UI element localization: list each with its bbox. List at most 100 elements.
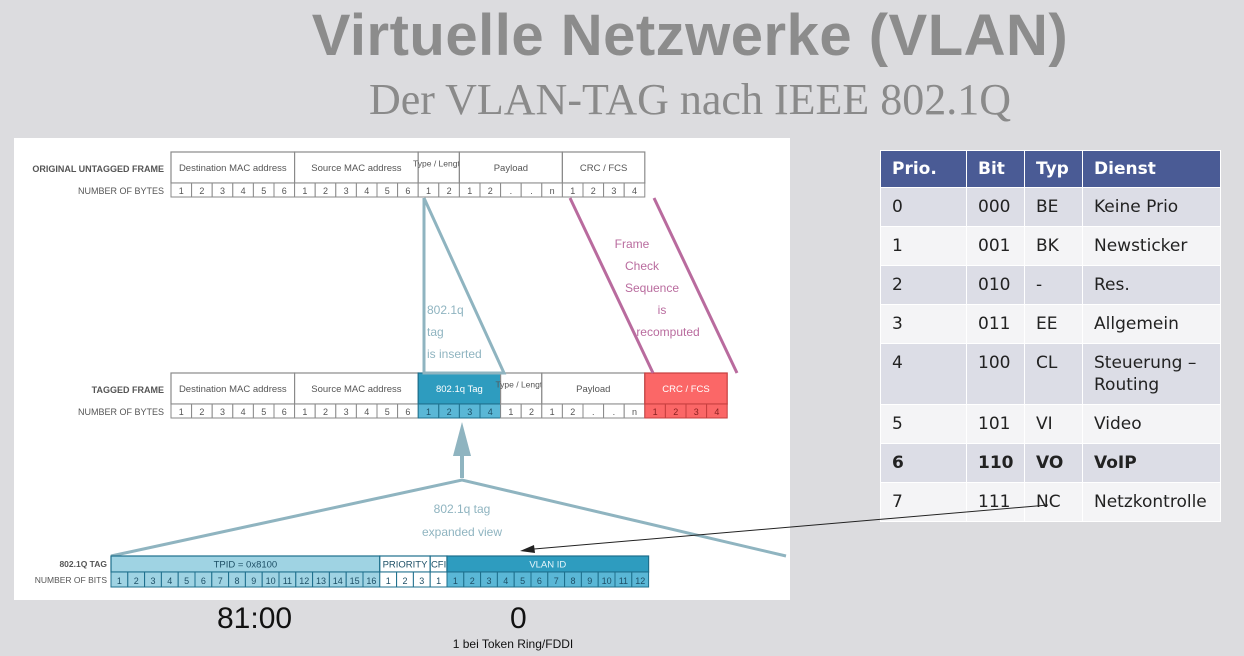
number-label: 1: [436, 576, 441, 586]
number-label: 2: [199, 186, 204, 196]
number-label: 2: [402, 576, 407, 586]
field-label: CRC / FCS: [580, 163, 628, 174]
number-label: 3: [150, 576, 155, 586]
number-label: 5: [520, 576, 525, 586]
field-box: [294, 151, 419, 184]
number-label: 3: [344, 407, 349, 417]
cfi-note: 1 bei Token Ring/FDDI: [452, 637, 574, 651]
cell-prio: 7: [880, 482, 967, 522]
expanded-text: 802.1q tag: [434, 502, 491, 516]
cell-dienst: Newsticker: [1082, 226, 1221, 266]
number-label: 3: [611, 186, 616, 196]
field-box: [500, 372, 543, 405]
number-cell: [623, 182, 646, 198]
number-label: 6: [201, 576, 206, 586]
number-label: 1: [426, 186, 431, 196]
number-label: 14: [333, 576, 343, 586]
field-label: Type / Length: [413, 159, 465, 169]
untagged-frame-label: ORIGINAL UNTAGGED FRAME: [32, 164, 164, 174]
number-label: 2: [570, 407, 575, 417]
number-label: 4: [503, 576, 508, 586]
tag-label: 802.1Q TAG: [59, 559, 107, 569]
cell-bit: 100: [966, 343, 1025, 405]
field-label: Source MAC address: [311, 384, 402, 395]
cell-prio: 2: [880, 265, 967, 305]
number-label: 3: [220, 186, 225, 196]
number-label: 2: [323, 186, 328, 196]
number-label: 13: [316, 576, 326, 586]
field-label: 802.1q Tag: [436, 384, 483, 395]
cell-bit: 011: [966, 304, 1025, 344]
header-bit: Bit: [966, 150, 1025, 188]
cell-dienst: Keine Prio: [1082, 187, 1221, 227]
cell-dienst: Res.: [1082, 265, 1221, 305]
cell-bit: 000: [966, 187, 1025, 227]
number-label: 2: [529, 407, 534, 417]
cell-bit: 110: [966, 443, 1025, 483]
number-label: 1: [117, 576, 122, 586]
number-label: 1: [550, 407, 555, 417]
number-label: 12: [635, 576, 645, 586]
number-label: 6: [405, 407, 410, 417]
fcs-text: Check: [625, 259, 660, 273]
fcs-text: is: [658, 303, 667, 317]
number-label: 2: [591, 186, 596, 196]
number-label: 5: [385, 186, 390, 196]
inserted-text: 802.1q: [427, 303, 464, 317]
field-label: VLAN ID: [529, 560, 566, 571]
header-typ: Typ: [1024, 150, 1083, 188]
number-label: 3: [419, 576, 424, 586]
cell-prio: 1: [880, 226, 967, 266]
cell-prio: 5: [880, 404, 967, 444]
cell-dienst: Netzkontrolle: [1082, 482, 1221, 522]
fcs-line-right: [652, 197, 739, 374]
number-label: 10: [266, 576, 276, 586]
cell-dienst: VoIP: [1082, 443, 1221, 483]
number-label: 9: [587, 576, 592, 586]
number-label: 3: [467, 407, 472, 417]
field-label: Payload: [576, 384, 610, 395]
cell-dienst: Video: [1082, 404, 1221, 444]
number-label: .: [510, 186, 513, 196]
bytes-label: NUMBER OF BYTES: [78, 186, 164, 196]
number-label: 3: [486, 576, 491, 586]
number-label: 2: [488, 186, 493, 196]
number-label: 2: [470, 576, 475, 586]
number-label: 7: [554, 576, 559, 586]
number-label: n: [550, 186, 555, 196]
number-label: 6: [405, 186, 410, 196]
tpid-value: 81:00: [217, 602, 293, 635]
field-label: Destination MAC address: [179, 163, 287, 174]
number-label: 4: [364, 186, 369, 196]
number-label: 6: [537, 576, 542, 586]
number-label: 8: [570, 576, 575, 586]
number-label: 1: [179, 186, 184, 196]
number-label: 1: [302, 407, 307, 417]
number-label: 1: [467, 186, 472, 196]
number-label: 6: [282, 186, 287, 196]
cell-typ: BK: [1024, 226, 1083, 266]
number-label: 12: [299, 576, 309, 586]
number-label: 4: [714, 407, 719, 417]
number-label: 8: [234, 576, 239, 586]
number-label: 1: [453, 576, 458, 586]
number-label: 1: [302, 186, 307, 196]
cell-dienst: Steuerung – Routing: [1082, 343, 1221, 405]
expand-arrow-head: [453, 422, 471, 456]
number-label: 3: [344, 186, 349, 196]
number-label: 5: [261, 186, 266, 196]
expanded-text: expanded view: [422, 525, 502, 539]
header-dienst: Dienst: [1082, 150, 1221, 188]
cell-typ: CL: [1024, 343, 1083, 405]
field-box: [541, 372, 646, 405]
field-box: [417, 372, 502, 405]
fcs-text: Sequence: [625, 281, 679, 295]
number-label: 1: [653, 407, 658, 417]
